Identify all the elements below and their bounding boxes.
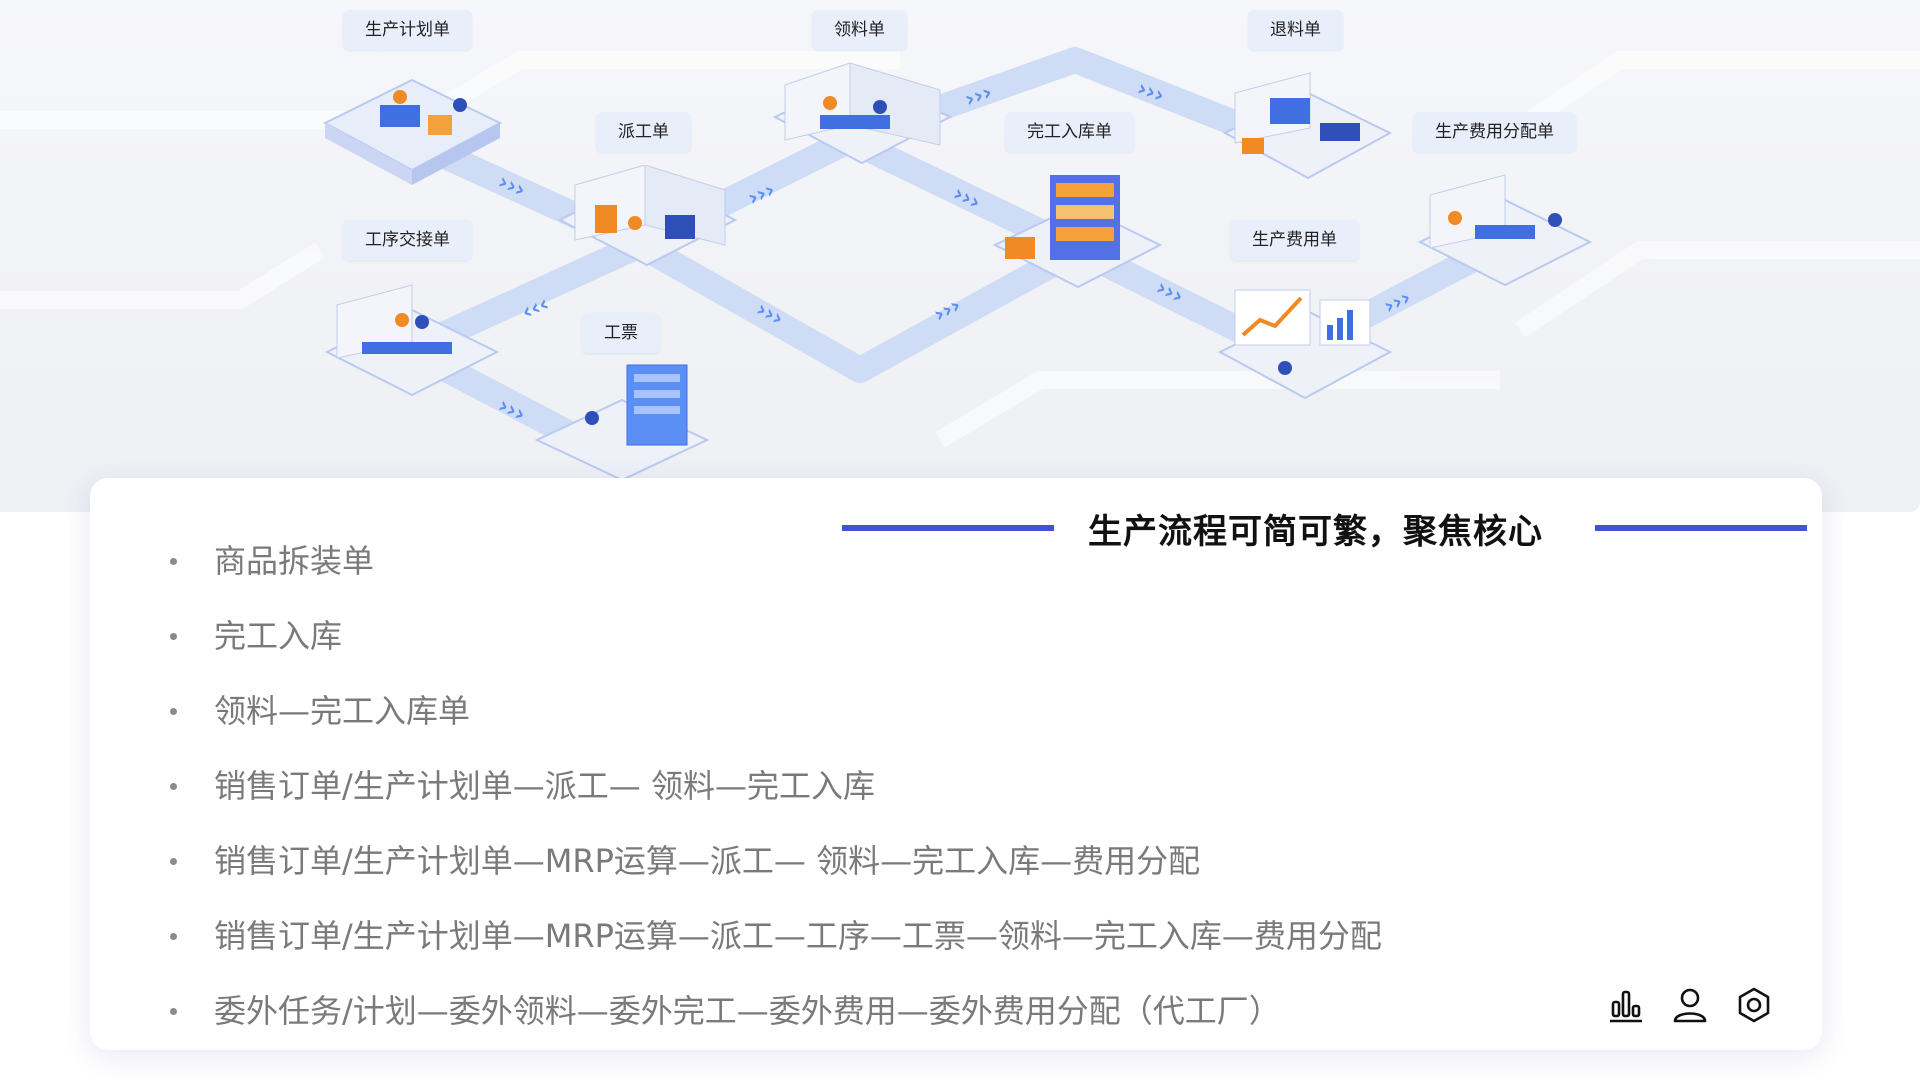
list-item-text: 销售订单/生产计划单—MRP运算—派工— 领料—完工入库—费用分配 bbox=[214, 842, 1201, 880]
scene-picking-illustration bbox=[772, 62, 953, 165]
headline: 生产流程可简可繁，聚焦核心 bbox=[1088, 512, 1543, 552]
bar-chart-icon[interactable] bbox=[1607, 986, 1645, 1024]
diagram-background bbox=[0, 47, 1920, 463]
bullet-dot bbox=[170, 933, 177, 940]
node-label-process-handover[interactable]: 工序交接单 bbox=[343, 220, 472, 260]
bullet-dot bbox=[170, 708, 177, 715]
list-item: 销售订单/生产计划单—MRP运算—派工—工序—工票—领料—完工入库—费用分配 bbox=[170, 908, 1382, 983]
node-label-production-cost[interactable]: 生产费用单 bbox=[1230, 220, 1359, 260]
bullet-dot bbox=[170, 1008, 177, 1015]
scene-dispatch-illustration bbox=[557, 165, 738, 267]
bullet-dot bbox=[170, 633, 177, 640]
scene-warehouse-illustration bbox=[992, 175, 1163, 289]
scene-cost-illustration bbox=[1217, 289, 1393, 400]
node-label-dispatch[interactable]: 派工单 bbox=[596, 112, 691, 152]
list-item: 商品拆装单 bbox=[170, 533, 1382, 608]
list-item-text: 完工入库 bbox=[214, 617, 343, 655]
list-item: 委外任务/计划—委外领料—委外完工—委外费用—委外费用分配（代工厂） bbox=[170, 983, 1382, 1058]
node-label-picking[interactable]: 领料单 bbox=[812, 10, 907, 50]
path-dispatch-to-loop bbox=[627, 232, 1091, 383]
node-label-completion-stock-in[interactable]: 完工入库单 bbox=[1005, 112, 1134, 152]
list-item-text: 领料—完工入库单 bbox=[214, 692, 471, 730]
toolbar bbox=[1607, 986, 1773, 1024]
scene-ticket-illustration bbox=[534, 364, 710, 480]
bullet-dot bbox=[170, 558, 177, 565]
headline-rule-right bbox=[1595, 525, 1807, 531]
headline-rule-left bbox=[842, 525, 1054, 531]
scene-allocation-illustration bbox=[1417, 174, 1593, 287]
bullet-dot bbox=[170, 783, 177, 790]
scene-return-illustration bbox=[1222, 72, 1393, 180]
bullet-dot bbox=[170, 858, 177, 865]
list-item-text: 委外任务/计划—委外领料—委外完工—委外费用—委外费用分配（代工厂） bbox=[214, 992, 1281, 1030]
list-item-text: 商品拆装单 bbox=[214, 542, 375, 580]
list-item: 销售订单/生产计划单—MRP运算—派工— 领料—完工入库—费用分配 bbox=[170, 833, 1382, 908]
node-label-production-plan[interactable]: 生产计划单 bbox=[343, 10, 472, 50]
list-item-text: 销售订单/生产计划单—派工— 领料—完工入库 bbox=[214, 767, 875, 805]
scene-handover-illustration bbox=[324, 284, 500, 397]
list-item: 领料—完工入库单 bbox=[170, 683, 1382, 758]
process-diagram: ››› ››› ››› ››› ››› ››› ››› ››› ››› ‹‹‹ … bbox=[0, 0, 1920, 512]
process-list: 商品拆装单 完工入库 领料—完工入库单 销售订单/生产计划单—派工— 领料—完工… bbox=[170, 533, 1382, 1058]
settings-hex-icon[interactable] bbox=[1735, 986, 1773, 1024]
scene-plan-illustration bbox=[322, 78, 503, 185]
list-item: 销售订单/生产计划单—派工— 领料—完工入库 bbox=[170, 758, 1382, 833]
node-label-work-ticket[interactable]: 工票 bbox=[582, 313, 660, 353]
list-item: 完工入库 bbox=[170, 608, 1382, 683]
content-card bbox=[90, 478, 1822, 1050]
user-icon[interactable] bbox=[1671, 986, 1709, 1024]
list-item-text: 销售订单/生产计划单—MRP运算—派工—工序—工票—领料—完工入库—费用分配 bbox=[214, 917, 1382, 955]
node-label-cost-allocation[interactable]: 生产费用分配单 bbox=[1413, 112, 1576, 152]
node-label-material-return[interactable]: 退料单 bbox=[1248, 10, 1343, 50]
